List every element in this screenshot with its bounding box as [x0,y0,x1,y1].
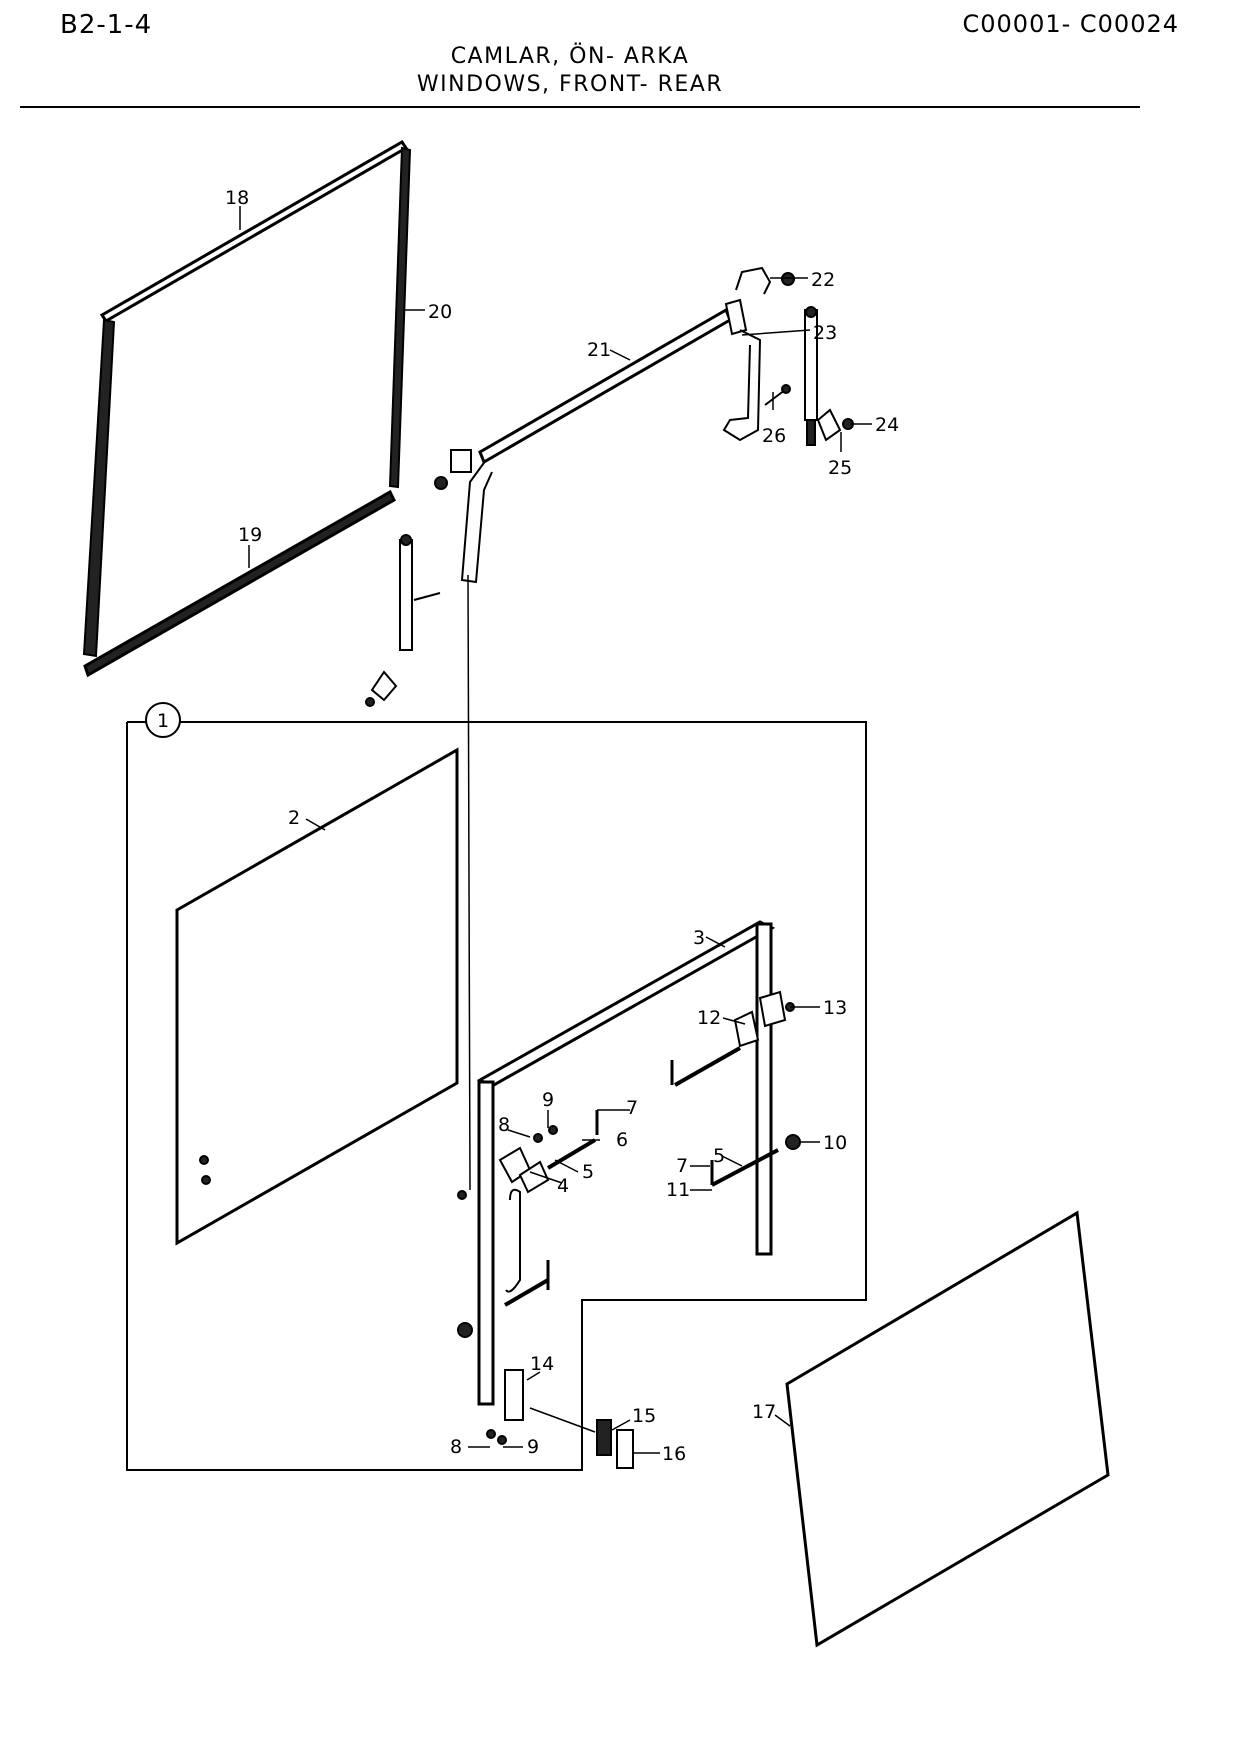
leader-lines [239,206,872,1454]
leader-connector [467,574,471,1191]
title-turkish: CAMLAR, ÖN- ARKA [450,44,690,69]
header-rule [20,106,1140,108]
part-callouts: 1 18 20 19 21 22 23 24 25 26 2 3 12 13 1… [157,187,899,1465]
label-20: 20 [428,301,452,323]
label-7a: 7 [626,1097,638,1119]
hinge-hardware [457,990,801,1338]
label-14: 14 [530,1353,554,1375]
label-4: 4 [557,1175,569,1197]
label-8b: 8 [450,1436,462,1458]
left-gas-strut [365,534,441,707]
left-vertical-seal [82,318,116,658]
label-19: 19 [238,524,262,546]
label-22: 22 [811,269,835,291]
part-17-rear-glass [785,1210,1110,1648]
label-7b: 7 [676,1155,688,1177]
label-23: 23 [813,322,837,344]
label-15: 15 [632,1405,656,1427]
part-18-top-seal [99,139,409,324]
label-6: 6 [616,1129,628,1151]
part-20-right-seal [388,146,412,489]
label-11: 11 [666,1179,690,1201]
part-23-gas-strut-right [804,306,818,446]
label-9a: 9 [542,1089,554,1111]
label-17: 17 [752,1401,776,1423]
label-5a: 5 [582,1161,594,1183]
assembly-1-callout-circle [145,702,181,738]
label-8a: 8 [498,1114,510,1136]
label-18: 18 [225,187,249,209]
assembly-1-boundary [126,721,867,1471]
label-2: 2 [288,807,300,829]
label-16: 16 [662,1443,686,1465]
latch-hardware [486,1369,634,1469]
page-code: B2-1-4 [60,10,153,40]
label-5b: 5 [713,1145,725,1167]
label-26: 26 [762,425,786,447]
part-19-bottom-seal [83,489,396,678]
label-12: 12 [697,1007,721,1029]
serial-range: C00001- C00024 [962,10,1179,38]
label-10: 10 [823,1132,847,1154]
part-21-lift-bar [434,298,762,584]
label-13: 13 [823,997,847,1019]
title-english: WINDOWS, FRONT- REAR [416,72,724,97]
label-9b: 9 [527,1436,539,1458]
assembly-callout: 1 [157,710,169,732]
part-24-25-bracket [816,408,854,442]
label-21: 21 [587,339,611,361]
label-25: 25 [828,457,852,479]
label-24: 24 [875,414,899,436]
part-22-bracket [735,266,795,295]
part-2-front-glass [175,747,459,1246]
part-26-bolt [764,384,791,406]
label-3: 3 [693,927,705,949]
